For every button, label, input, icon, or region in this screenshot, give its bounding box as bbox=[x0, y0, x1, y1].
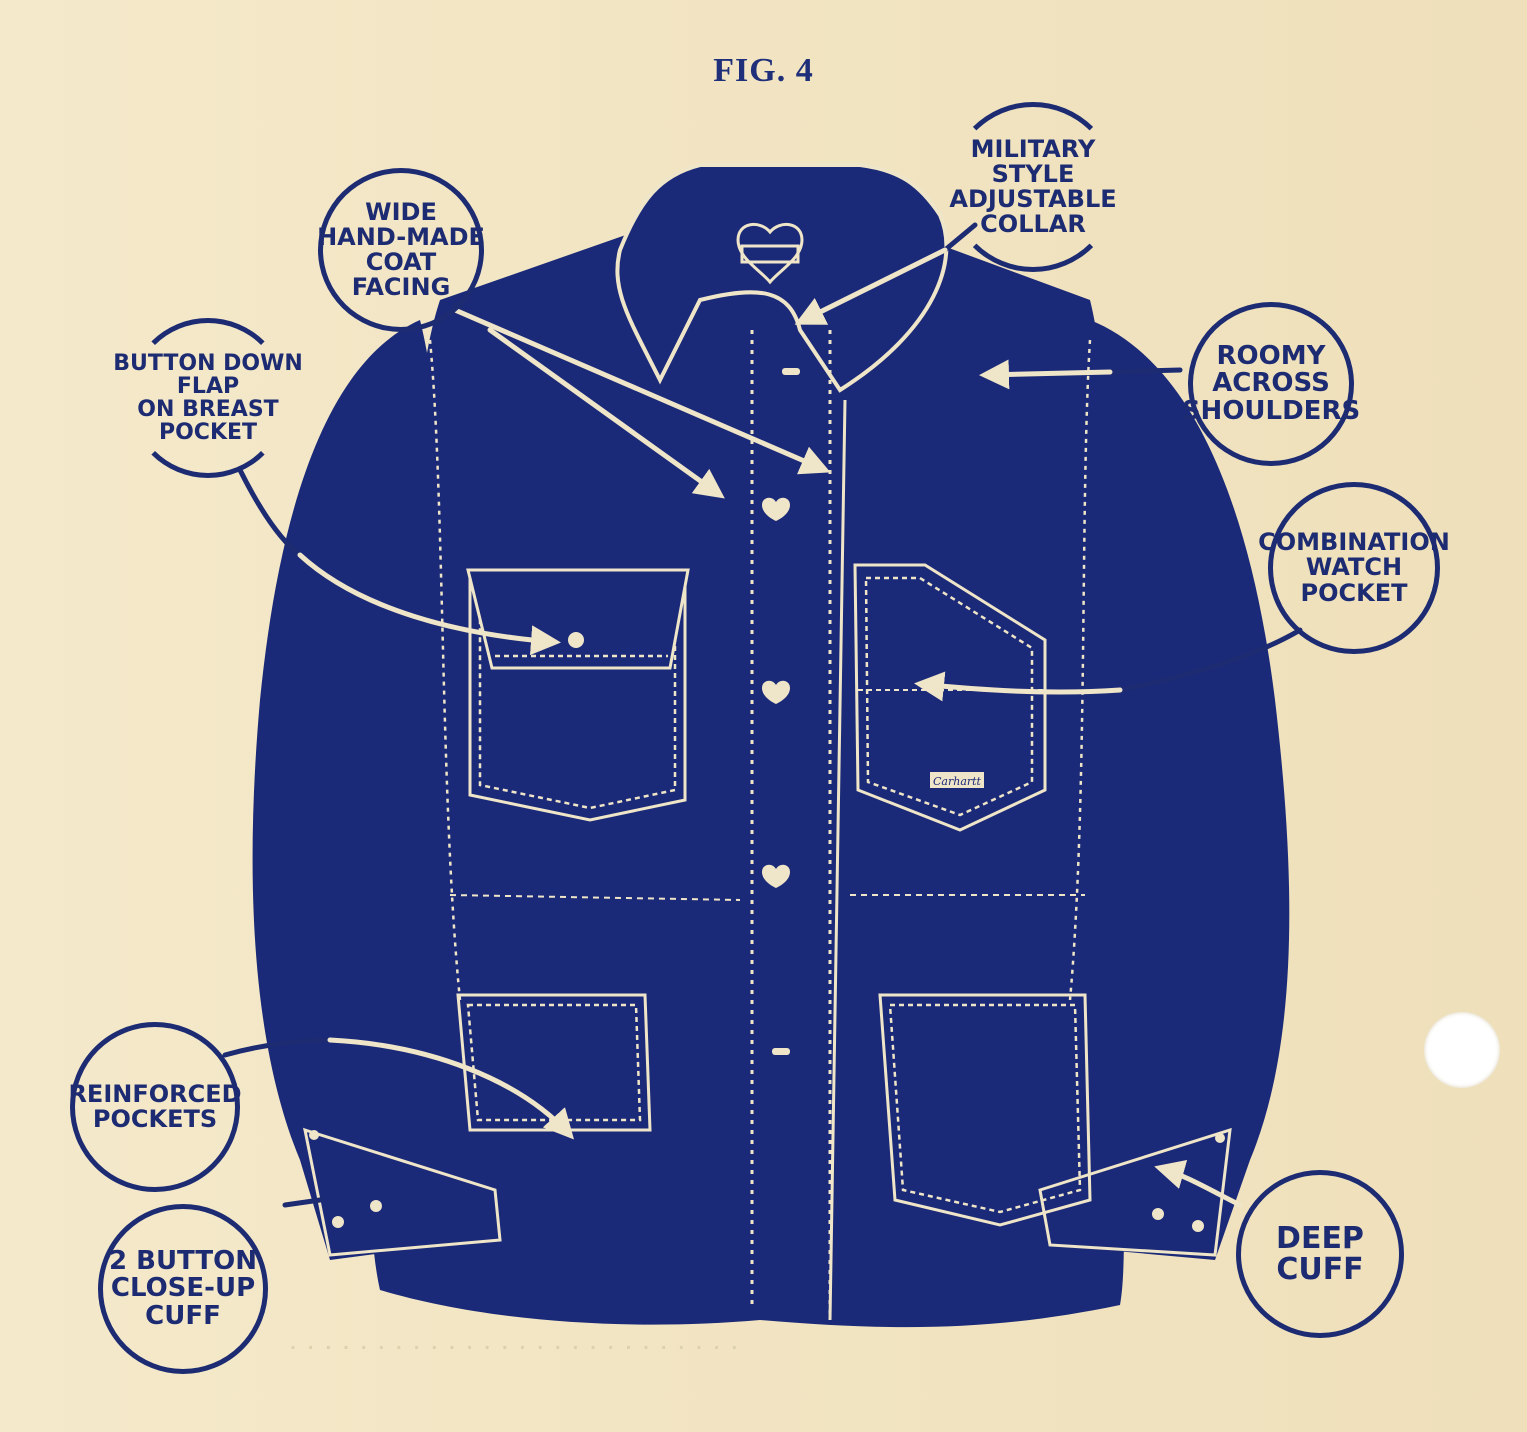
callout-line: POCKET bbox=[158, 420, 258, 446]
faded-bleedthrough-text: · · · · · · · · · · · · · · · · · · · · … bbox=[290, 1338, 741, 1357]
callout-line: ROOMY bbox=[1216, 341, 1326, 372]
callout-two-button-close-up-cuff: 2 BUTTON CLOSE-UP CUFF bbox=[98, 1204, 268, 1374]
callout-line: MILITARY bbox=[970, 134, 1096, 163]
callout-line: ACROSS bbox=[1212, 368, 1330, 399]
callout-line: SHOULDERS bbox=[1181, 395, 1361, 426]
callout-military-style-adjustable-collar: MILITARY STYLE ADJUSTABLE COLLAR bbox=[948, 102, 1118, 272]
figure-title: FIG. 4 bbox=[713, 52, 814, 89]
callout-line: STYLE bbox=[991, 159, 1075, 188]
callout-line: COLLAR bbox=[980, 210, 1086, 239]
callout-line: 2 BUTTON bbox=[108, 1246, 257, 1277]
callout-line: WATCH bbox=[1305, 553, 1403, 582]
callout-line: COMBINATION bbox=[1258, 528, 1450, 557]
callout-combination-watch-pocket: COMBINATION WATCH POCKET bbox=[1258, 482, 1450, 654]
callout-line: FACING bbox=[351, 273, 451, 302]
callout-line: COAT bbox=[365, 248, 437, 276]
callout-line: CUFF bbox=[1276, 1252, 1364, 1287]
callout-deep-cuff: DEEP CUFF bbox=[1236, 1170, 1404, 1338]
callout-line: POCKETS bbox=[92, 1105, 218, 1133]
leader-arrows bbox=[222, 222, 1303, 1208]
callout-line: POCKET bbox=[1300, 578, 1408, 607]
callout-line: BUTTON DOWN bbox=[113, 350, 303, 376]
callout-line: ON BREAST bbox=[137, 397, 279, 422]
svg-text:Carhartt: Carhartt bbox=[933, 775, 982, 788]
callout-reinforced-pockets: REINFORCED POCKETS bbox=[68, 1022, 242, 1192]
callout-line: CUFF bbox=[145, 1300, 221, 1331]
callout-line: CLOSE-UP bbox=[110, 1273, 256, 1304]
callout-line: WIDE bbox=[365, 197, 437, 226]
callout-line: ADJUSTABLE bbox=[949, 185, 1117, 213]
punch-hole bbox=[1424, 1012, 1500, 1088]
callout-line: DEEP bbox=[1276, 1220, 1364, 1256]
callout-wide-hand-made-coat-facing: WIDE HAND-MADE COAT FACING bbox=[317, 168, 485, 332]
jacket-body: Carhartt bbox=[252, 163, 1290, 1328]
callout-button-down-flap-on-breast-pocket: BUTTON DOWN FLAP ON BREAST POCKET bbox=[113, 318, 303, 478]
callout-roomy-across-shoulders: ROOMY ACROSS SHOULDERS bbox=[1182, 302, 1360, 466]
callout-line: FLAP bbox=[176, 373, 240, 399]
callout-line: HAND-MADE bbox=[317, 222, 485, 251]
callout-line: REINFORCED bbox=[68, 1079, 242, 1108]
